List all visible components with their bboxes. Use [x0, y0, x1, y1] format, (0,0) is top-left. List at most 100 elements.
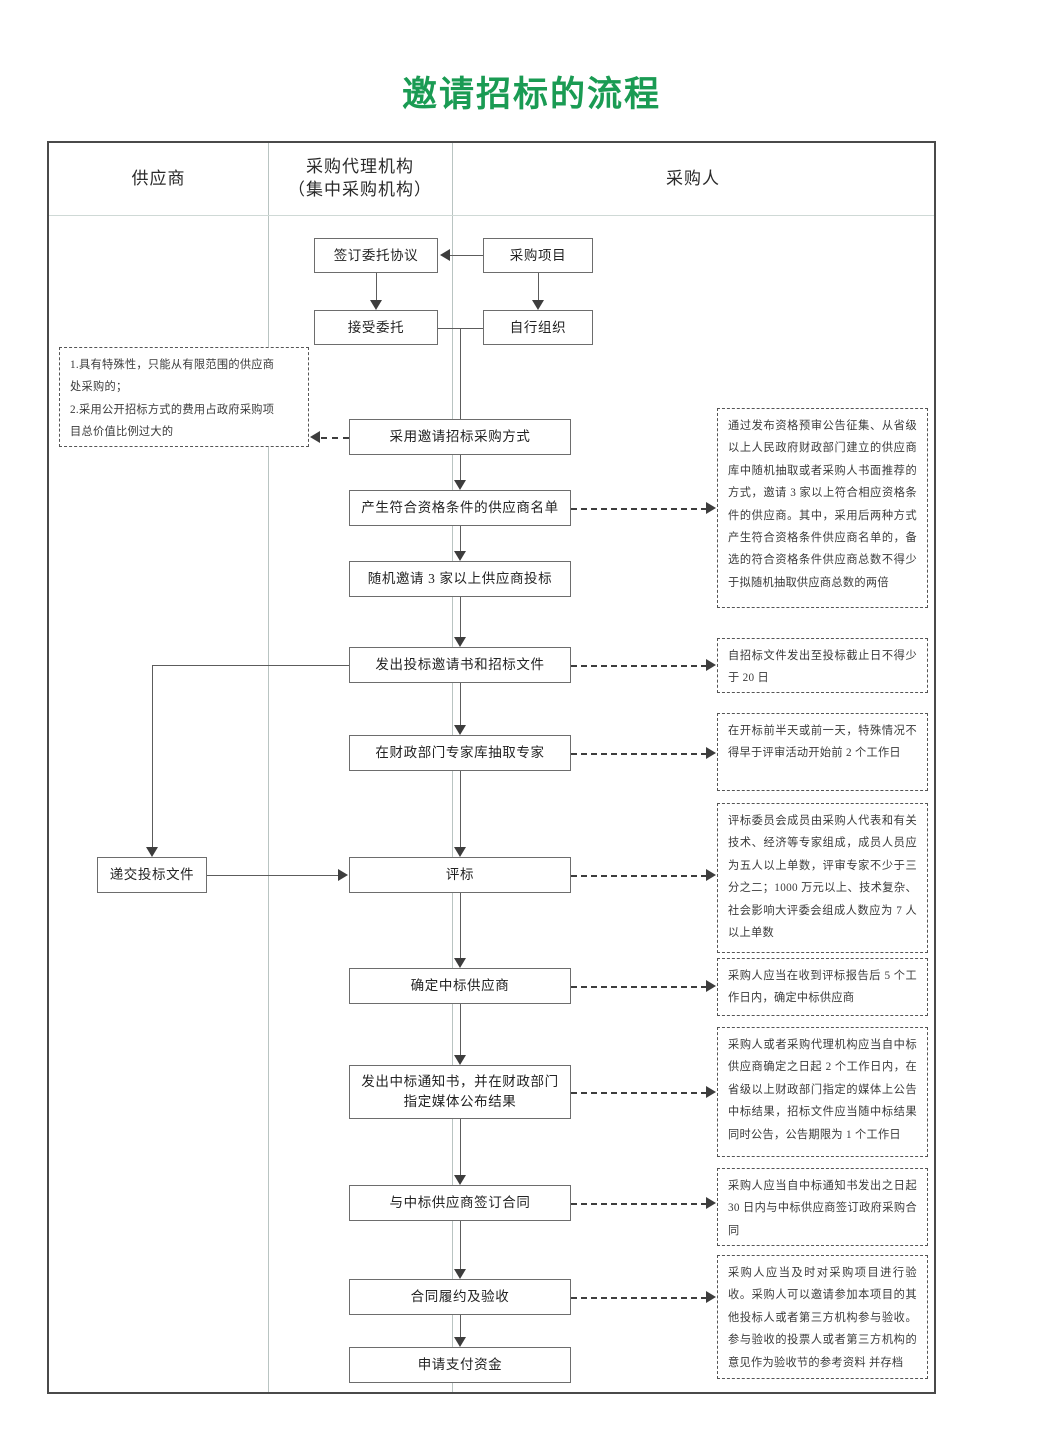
note-bid-deadline-text: 自招标文件发出至投标截止日不得少于 20 日	[728, 650, 917, 685]
note-qualified-list-text: 通过发布资格预审公告征集、从省级以上人民政府财政部门建立的供应商库中随机抽取或者…	[728, 420, 917, 589]
node-invite-three-suppliers-label: 随机邀请 3 家以上供应商投标	[367, 571, 553, 587]
arrowhead-adopt-to-list	[454, 480, 466, 490]
dash-issue-to-note	[571, 665, 707, 667]
node-draw-experts-label: 在财政部门专家库抽取专家	[375, 745, 545, 761]
connector-branch-down	[152, 665, 153, 847]
node-determine-winner[interactable]: 确定中标供应商	[349, 968, 571, 1004]
node-evaluate-bids-label: 评标	[445, 867, 475, 883]
note-left-condition: 1.具有特殊性，只能从有限范围的供应商 处采购的； 2.采用公开招标方式的费用占…	[59, 347, 309, 447]
arrowhead-determine-to-note	[706, 980, 716, 992]
node-invite-three-suppliers[interactable]: 随机邀请 3 家以上供应商投标	[349, 561, 571, 597]
node-submit-bid-docs[interactable]: 递交投标文件	[97, 857, 207, 893]
arrowhead-branch-to-submit	[146, 847, 158, 857]
note-determine-winner-text: 采购人应当在收到评标报告后 5 个工作日内，确定中标供应商	[728, 970, 917, 1005]
connector-determine-to-notice	[460, 1004, 461, 1055]
connector-invite-to-issue	[460, 597, 461, 637]
flowchart-frame: 供应商 采购代理机构 （集中采购机构） 采购人 签订委托协议 采购项目 接受委托…	[47, 141, 936, 1394]
column-header-purchaser: 采购人	[452, 143, 934, 215]
dash-notice-to-note	[571, 1092, 707, 1094]
arrowhead-invite-to-issue	[454, 637, 466, 647]
note-contract-text: 采购人应当自中标通知书发出之日起 30 日内与中标供应商签订政府采购合同	[728, 1180, 917, 1237]
dash-list-to-note	[571, 508, 707, 510]
arrowhead-performance-to-note	[706, 1291, 716, 1303]
column-header-agency-label-2: （集中采购机构）	[288, 180, 432, 199]
note-evaluation-committee-text: 评标委员会成员由采购人代表和有关技术、经济等专家组成，成员人员应为五人以上单数，…	[728, 815, 917, 940]
connector-evaluate-to-determine	[460, 893, 461, 958]
arrowhead-issue-to-note	[706, 659, 716, 671]
arrowhead-notice-to-note	[706, 1086, 716, 1098]
node-self-organize[interactable]: 自行组织	[483, 310, 593, 345]
column-divider-1	[268, 143, 269, 1392]
note-expert-timing: 在开标前半天或前一天，特殊情况不得早于评审活动开始前 2 个工作日	[717, 713, 928, 791]
node-contract-performance[interactable]: 合同履约及验收	[349, 1279, 571, 1315]
connector-submit-to-evaluate	[207, 875, 339, 876]
node-issue-notice-line1: 发出中标通知书，并在财政部门	[361, 1074, 559, 1090]
node-procurement-project[interactable]: 采购项目	[483, 238, 593, 273]
note-expert-timing-text: 在开标前半天或前一天，特殊情况不得早于评审活动开始前 2 个工作日	[728, 725, 917, 760]
node-accept-entrust[interactable]: 接受委托	[314, 310, 438, 345]
note-left-condition-line3: 2.采用公开招标方式的费用占政府采购项	[70, 403, 275, 416]
node-sign-agreement[interactable]: 签订委托协议	[314, 238, 438, 273]
connector-list-to-invite	[460, 526, 461, 551]
arrowhead-notice-to-contract	[454, 1175, 466, 1185]
connector-issue-to-experts	[460, 683, 461, 725]
arrowhead-performance-to-payment	[454, 1337, 466, 1347]
arrowhead-agreement-to-accept	[370, 300, 382, 310]
node-issue-invitation-docs[interactable]: 发出投标邀请书和招标文件	[349, 647, 571, 683]
node-generate-qualified-list-label: 产生符合资格条件的供应商名单	[361, 500, 559, 516]
node-submit-bid-docs-label: 递交投标文件	[109, 867, 195, 883]
dash-experts-to-note	[571, 753, 707, 755]
connector-issue-to-branch	[152, 665, 349, 666]
node-accept-entrust-label: 接受委托	[347, 319, 405, 335]
header-separator	[49, 215, 934, 216]
dash-evaluate-to-note	[571, 875, 707, 877]
column-header-agency-label-1: 采购代理机构	[306, 157, 414, 177]
arrowhead-experts-to-note	[706, 747, 716, 759]
node-determine-winner-label: 确定中标供应商	[410, 978, 510, 994]
page-title: 邀请招标的流程	[401, 75, 661, 114]
arrowhead-experts-to-evaluate	[454, 847, 466, 857]
note-bid-deadline: 自招标文件发出至投标截止日不得少于 20 日	[717, 638, 928, 693]
connector-adopt-to-list	[460, 455, 461, 480]
arrowhead-project-to-agreement	[440, 249, 450, 261]
node-self-organize-label: 自行组织	[509, 319, 567, 335]
node-issue-notice-publish[interactable]: 发出中标通知书，并在财政部门 指定媒体公布结果	[349, 1065, 571, 1119]
note-left-condition-line2: 处采购的；	[70, 381, 128, 394]
node-apply-payment-label: 申请支付资金	[417, 1357, 503, 1373]
node-draw-experts[interactable]: 在财政部门专家库抽取专家	[349, 735, 571, 771]
note-acceptance-text: 采购人应当及时对采购项目进行验收。采购人可以邀请参加本项目的其他投标人或者第三方…	[728, 1267, 917, 1369]
node-generate-qualified-list[interactable]: 产生符合资格条件的供应商名单	[349, 490, 571, 526]
node-contract-performance-label: 合同履约及验收	[410, 1289, 510, 1305]
node-apply-payment[interactable]: 申请支付资金	[349, 1347, 571, 1383]
dash-contract-to-note	[571, 1203, 707, 1205]
node-adopt-invited-bidding-label: 采用邀请招标采购方式	[389, 429, 531, 445]
node-issue-notice-line2: 指定媒体公布结果	[403, 1094, 517, 1109]
connector-agreement-to-accept	[376, 273, 377, 300]
arrowhead-submit-to-evaluate	[338, 869, 348, 881]
node-adopt-invited-bidding[interactable]: 采用邀请招标采购方式	[349, 419, 571, 455]
node-sign-agreement-label: 签订委托协议	[333, 247, 419, 263]
arrowhead-list-to-invite	[454, 551, 466, 561]
connector-experts-to-evaluate	[460, 771, 461, 847]
dash-determine-to-note	[571, 986, 707, 988]
note-publish-result-text: 采购人或者采购代理机构应当自中标供应商确定之日起 2 个工作日内，在省级以上财政…	[728, 1039, 917, 1141]
arrowhead-evaluate-to-determine	[454, 958, 466, 968]
note-publish-result: 采购人或者采购代理机构应当自中标供应商确定之日起 2 个工作日内，在省级以上财政…	[717, 1027, 928, 1157]
dash-adopt-to-left-note	[321, 437, 349, 439]
connector-performance-to-payment	[460, 1315, 461, 1337]
connector-project-to-agreement	[450, 255, 483, 256]
arrowhead-evaluate-to-note	[706, 869, 716, 881]
note-left-condition-line1: 1.具有特殊性，只能从有限范围的供应商	[70, 359, 275, 371]
connector-merge-down	[460, 328, 461, 431]
note-qualified-list: 通过发布资格预审公告征集、从省级以上人民政府财政部门建立的供应商库中随机抽取或者…	[717, 408, 928, 608]
node-sign-contract[interactable]: 与中标供应商签订合同	[349, 1185, 571, 1221]
note-evaluation-committee: 评标委员会成员由采购人代表和有关技术、经济等专家组成，成员人员应为五人以上单数，…	[717, 803, 928, 953]
arrowhead-contract-to-note	[706, 1197, 716, 1209]
note-determine-winner: 采购人应当在收到评标报告后 5 个工作日内，确定中标供应商	[717, 958, 928, 1016]
arrowhead-contract-to-performance	[454, 1269, 466, 1279]
node-evaluate-bids[interactable]: 评标	[349, 857, 571, 893]
column-header-purchaser-label: 采购人	[666, 168, 720, 188]
arrowhead-list-to-note	[706, 502, 716, 514]
note-acceptance: 采购人应当及时对采购项目进行验收。采购人可以邀请参加本项目的其他投标人或者第三方…	[717, 1255, 928, 1379]
